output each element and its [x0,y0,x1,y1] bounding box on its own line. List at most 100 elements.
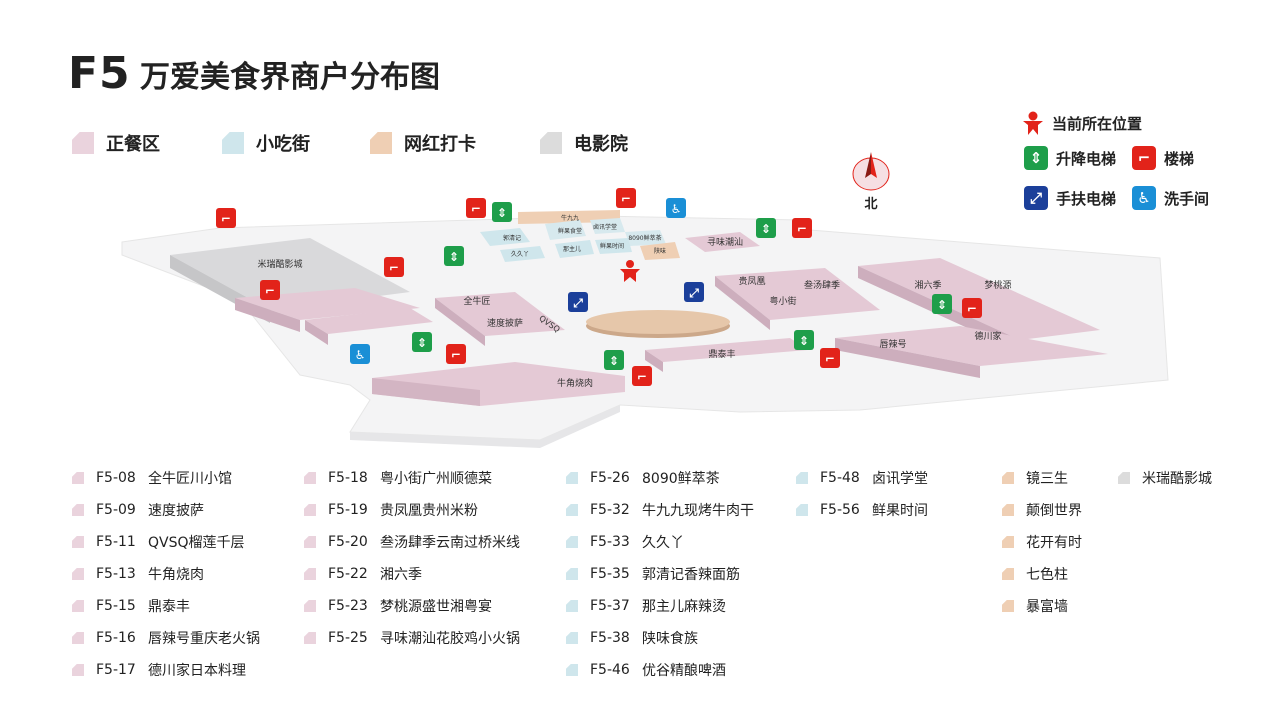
cinema-swatch [1118,472,1130,484]
dining-swatch [72,632,84,644]
tenant-code: F5-26 [590,470,630,486]
zone-legend-photo-spot: 网红打卡 [370,130,476,156]
tenant-row[interactable]: 米瑞酷影城 [1118,462,1212,494]
stairs-marker-6[interactable]: ⌐ [792,218,812,238]
elevator-marker-7[interactable]: ⇕ [932,294,952,314]
tenant-code: F5-46 [590,662,630,678]
stairs-marker-10[interactable]: ⌐ [962,298,982,318]
tenant-code: F5-32 [590,502,630,518]
dining-block-xunwei[interactable]: 寻味潮汕 [685,232,760,252]
tenant-row[interactable]: 七色柱 [1002,558,1082,590]
zone-label: 电影院 [574,134,628,155]
tenant-code: F5-19 [328,502,368,518]
elevator-marker-5[interactable]: ⇕ [756,218,776,238]
stairs-marker-1[interactable]: ⌐ [216,208,236,228]
tenant-name: 唇辣号重庆老火锅 [148,631,260,647]
floor-map: 米瑞酷影城 全牛匠 速度披萨 QVSQ 牛角烧肉 鼎泰丰 贵凤凰 叁汤肆季 [121,188,1169,448]
snack-street[interactable]: 鲜果食堂 卤讯学堂 8090鲜萃茶 那主儿 鲜果时间 郭清记 久久丫 陕味 牛九… [480,210,680,262]
shop-label: 全牛匠 [463,295,490,307]
svg-text:⇕: ⇕ [497,206,507,220]
tenant-code: F5-23 [328,598,368,614]
escalator-icon: ⤢ [1024,186,1048,210]
dining-block-left[interactable] [235,288,433,345]
zone-label: 网红打卡 [404,134,476,155]
tenant-code: F5-09 [96,502,136,518]
stall-label: 鲜果食堂 [558,227,582,235]
restroom-icon: ♿ [1132,186,1156,210]
shop-label: 唇辣号 [879,338,906,350]
photo-spot-swatch [1002,504,1014,516]
elevator-marker-6[interactable]: ⇕ [794,330,814,350]
stairs-marker-5[interactable]: ⌐ [616,188,636,208]
tenant-row[interactable]: 暴富墙 [1002,590,1082,622]
stairs-marker-9[interactable]: ⌐ [820,348,840,368]
tenant-name: 米瑞酷影城 [1142,471,1212,487]
tenant-row[interactable]: 花开有时 [1002,526,1082,558]
tenant-name: 那主儿麻辣烫 [642,599,726,615]
dining-swatch [304,504,316,516]
stairs-marker-2[interactable]: ⌐ [384,257,404,277]
restroom-marker-2[interactable]: ♿ [350,344,370,364]
tenant-code: F5-11 [96,534,136,550]
tenant-row[interactable]: 镜三生 [1002,462,1082,494]
elevator-marker-2[interactable]: ⇕ [444,246,464,266]
shop-label: 梦桃源 [984,279,1011,291]
tenant-name: 久久丫 [642,535,684,551]
tenant-row[interactable]: F5-46 优谷精酿啤酒 [566,654,754,686]
legend-label: 升降电梯 [1056,149,1117,168]
elevator-marker-1[interactable]: ⇕ [492,202,512,222]
dining-swatch [72,504,84,516]
tenant-name: 优谷精酿啤酒 [642,663,726,679]
elevator-marker-3[interactable]: ⇕ [412,332,432,352]
shop-label: 寻味潮汕 [707,236,743,248]
dining-block-niujiao[interactable]: 牛角烧肉 [372,362,625,406]
dining-block-center-right[interactable]: 贵凤凰 叁汤肆季 粤小街 [715,268,880,330]
tenant-row[interactable]: 颠倒世界 [1002,494,1082,526]
stall-label: 鲜果时间 [600,242,624,250]
restroom-marker-1[interactable]: ♿ [666,198,686,218]
stairs-marker-7[interactable]: ⌐ [446,344,466,364]
stairs-marker-3[interactable]: ⌐ [260,280,280,300]
dining-swatch [304,472,316,484]
zone-legend-snack: 小吃街 [222,130,310,156]
zone-label: 小吃街 [256,134,310,155]
stairs-marker-4[interactable]: ⌐ [466,198,486,218]
legend-label: 当前所在位置 [1052,114,1143,133]
north-label: 北 [864,197,877,212]
tenant-name: 卤讯学堂 [872,471,928,487]
shop-label: 粤小街 [769,295,796,307]
elevator-icon: ⇕ [1024,146,1048,170]
escalator-marker-2[interactable]: ⤢ [684,282,704,302]
tenant-code: F5-25 [328,630,368,646]
elevator-marker-4[interactable]: ⇕ [604,350,624,370]
escalator-marker-1[interactable]: ⤢ [568,292,588,312]
tenant-code: F5-17 [96,662,136,678]
snack-swatch [566,664,578,676]
dining-block-dingtaifeng[interactable]: 鼎泰丰 [645,338,808,372]
dining-swatch [72,536,84,548]
dining-zone-swatch [72,132,94,154]
stairs-marker-8[interactable]: ⌐ [632,366,652,386]
